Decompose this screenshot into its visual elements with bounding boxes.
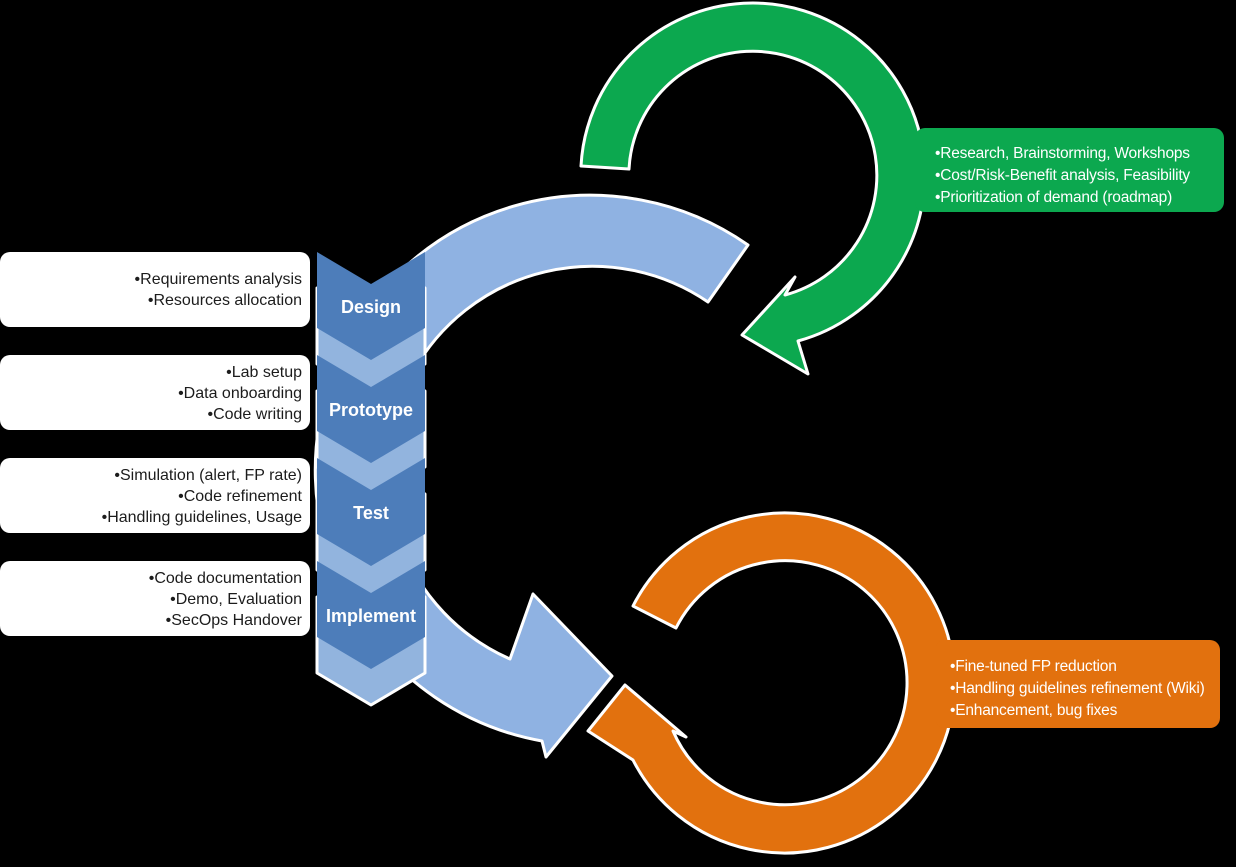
operations-cycle-arrow (586, 511, 957, 855)
operations-callout-line: •Enhancement, bug fixes (950, 702, 1118, 719)
note-line: •Demo, Evaluation (170, 591, 302, 608)
note-line: •Data onboarding (178, 385, 302, 402)
planning-callout (915, 128, 1224, 212)
note-line: •Requirements analysis (135, 271, 302, 288)
chevron-label-design: Design (341, 297, 401, 317)
planning-cycle-arrow (579, 1, 927, 376)
operations-callout-line: •Handling guidelines refinement (Wiki) (950, 680, 1205, 697)
note-line: •Simulation (alert, FP rate) (114, 467, 302, 484)
chevron-label-implement: Implement (326, 606, 416, 626)
note-line: •Resources allocation (148, 292, 302, 309)
note-box-design (0, 252, 310, 327)
planning-callout-line: •Research, Brainstorming, Workshops (935, 145, 1190, 162)
note-box-implement (0, 561, 310, 636)
note-line: •Handling guidelines, Usage (102, 509, 303, 526)
planning-callout-line: •Cost/Risk-Benefit analysis, Feasibility (935, 167, 1190, 184)
note-line: •SecOps Handover (166, 612, 303, 629)
chevron-label-test: Test (353, 503, 389, 523)
chevron-prototype (317, 355, 425, 463)
note-line: •Code writing (207, 406, 302, 423)
note-line: •Code refinement (178, 488, 302, 505)
chevron-implement (317, 561, 425, 669)
operations-callout-line: •Fine-tuned FP reduction (950, 658, 1117, 675)
chevron-design (317, 252, 425, 360)
note-line: •Code documentation (149, 570, 302, 587)
operations-callout (935, 640, 1220, 728)
planning-callout-line: •Prioritization of demand (roadmap) (935, 189, 1172, 206)
chevron-label-prototype: Prototype (329, 400, 413, 420)
note-line: •Lab setup (226, 364, 302, 381)
note-box-test (0, 458, 310, 533)
note-box-prototype (0, 355, 310, 430)
chevron-test (317, 458, 425, 566)
